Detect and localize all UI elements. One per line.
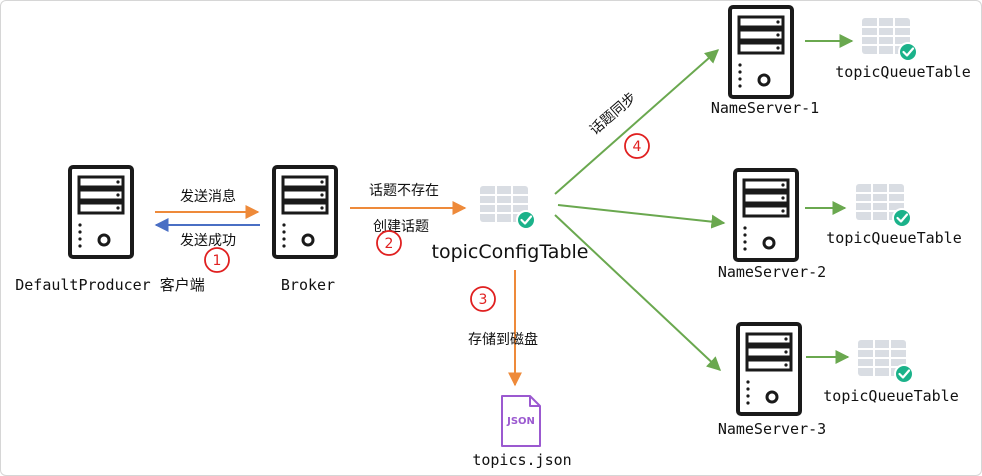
- persist-label: 存储到磁盘: [468, 331, 538, 348]
- producer-server-icon: [68, 165, 134, 259]
- config-table-icon: [478, 184, 537, 231]
- config-table-label: topicConfigTable: [432, 241, 589, 263]
- queue-table-1-icon: [860, 16, 919, 63]
- nameserver-1-label: NameServer-1: [711, 99, 819, 117]
- sync-arrow-ns3: [554, 214, 722, 371]
- queue-table-3-icon: [856, 338, 915, 385]
- svg-text:3: 3: [479, 292, 488, 308]
- nameserver-1-icon: [728, 5, 794, 99]
- svg-text:1: 1: [213, 253, 222, 269]
- step-3-badge: 3: [470, 286, 496, 312]
- json-file-icon: JSON: [501, 395, 541, 447]
- sync-arrow-ns2: [557, 204, 726, 229]
- svg-text:4: 4: [633, 139, 642, 155]
- queue-table-2-label: topicQueueTable: [826, 229, 961, 247]
- step-1-badge: 1: [204, 247, 230, 273]
- nameserver-3-icon: [736, 322, 802, 416]
- sync-label: 话题同步: [587, 90, 640, 139]
- send-success-label: 发送成功: [180, 233, 236, 249]
- nameserver-3-label: NameServer-3: [718, 420, 826, 438]
- step-4-badge: 4: [624, 133, 650, 159]
- queue-table-3-label: topicQueueTable: [823, 387, 958, 405]
- svg-text:2: 2: [385, 236, 394, 252]
- step-2-badge: 2: [376, 230, 402, 256]
- nameserver-2-icon: [733, 168, 799, 262]
- svg-text:JSON: JSON: [506, 416, 535, 427]
- sync-arrow-ns1: [554, 49, 720, 195]
- json-file-label: topics.json: [472, 451, 571, 469]
- topic-missing-label: 话题不存在: [369, 183, 439, 199]
- queue-table-1-label: topicQueueTable: [835, 63, 970, 81]
- nameserver-2-label: NameServer-2: [718, 263, 826, 281]
- broker-server-icon: [272, 165, 338, 259]
- queue-table-2-icon: [854, 182, 913, 229]
- broker-label: Broker: [281, 276, 335, 294]
- producer-label: DefaultProducer 客户端: [15, 276, 205, 294]
- send-message-label: 发送消息: [180, 188, 236, 205]
